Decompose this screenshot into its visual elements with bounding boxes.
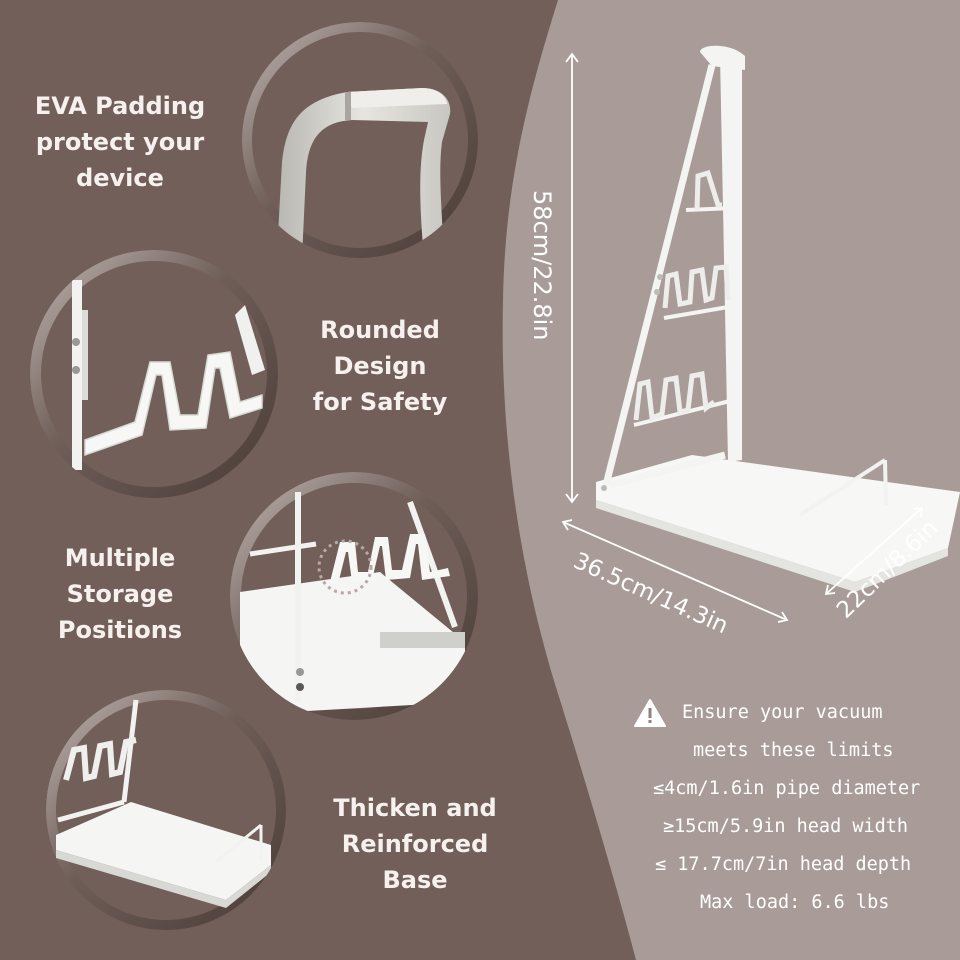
feature-image-rounded-design bbox=[30, 250, 278, 498]
feature-label-multiple-storage: Multiple Storage Positions bbox=[57, 544, 183, 644]
warning-triangle-icon bbox=[634, 699, 666, 727]
feature-image-multiple-storage bbox=[230, 472, 478, 720]
limits-title-line2: meets these limits bbox=[693, 740, 894, 761]
feature-label-rounded-design: Rounded Design for Safety bbox=[312, 316, 448, 416]
limit-pipe-diameter: ≤4cm/1.6in pipe diameter bbox=[653, 778, 921, 799]
feature-image-reinforced-base bbox=[46, 690, 286, 930]
limits-title-line1: Ensure your vacuum bbox=[682, 702, 883, 723]
feature-label-reinforced-base: Thicken and Reinforced Base bbox=[333, 794, 497, 894]
feature-image-eva-padding bbox=[242, 22, 478, 258]
limit-head-width: ≥15cm/5.9in head width bbox=[663, 816, 909, 837]
limit-max-load: Max load: 6.6 lbs bbox=[700, 892, 890, 913]
limit-head-depth: ≤ 17.7cm/7in head depth bbox=[655, 854, 912, 875]
feature-label-eva-padding: EVA Padding protect your device bbox=[34, 92, 206, 192]
